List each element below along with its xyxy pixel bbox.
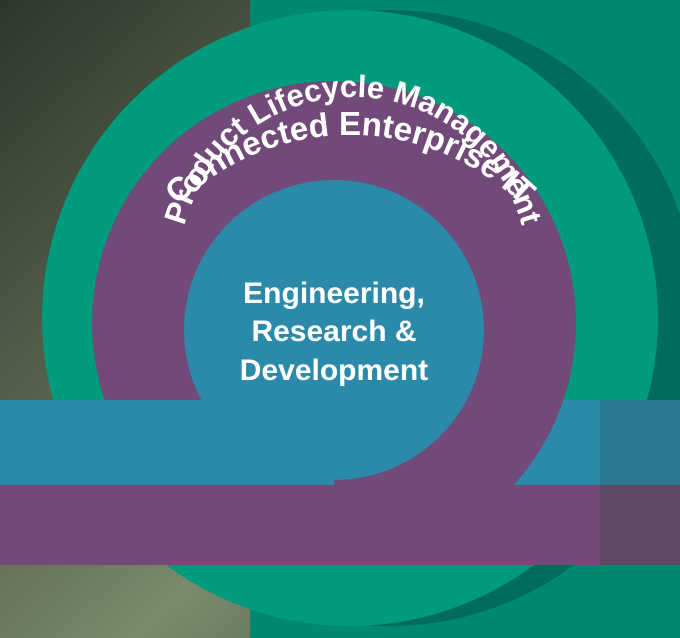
purple-band-shadow <box>600 485 680 565</box>
center-label-line-1: Engineering, <box>243 277 425 310</box>
center-label-line-3: Development <box>240 354 428 387</box>
center-label-line-2: Research & <box>251 315 416 348</box>
blue-band-shadow <box>600 400 680 485</box>
middle-band-connector <box>0 485 334 565</box>
inner-band-connector <box>0 400 334 485</box>
